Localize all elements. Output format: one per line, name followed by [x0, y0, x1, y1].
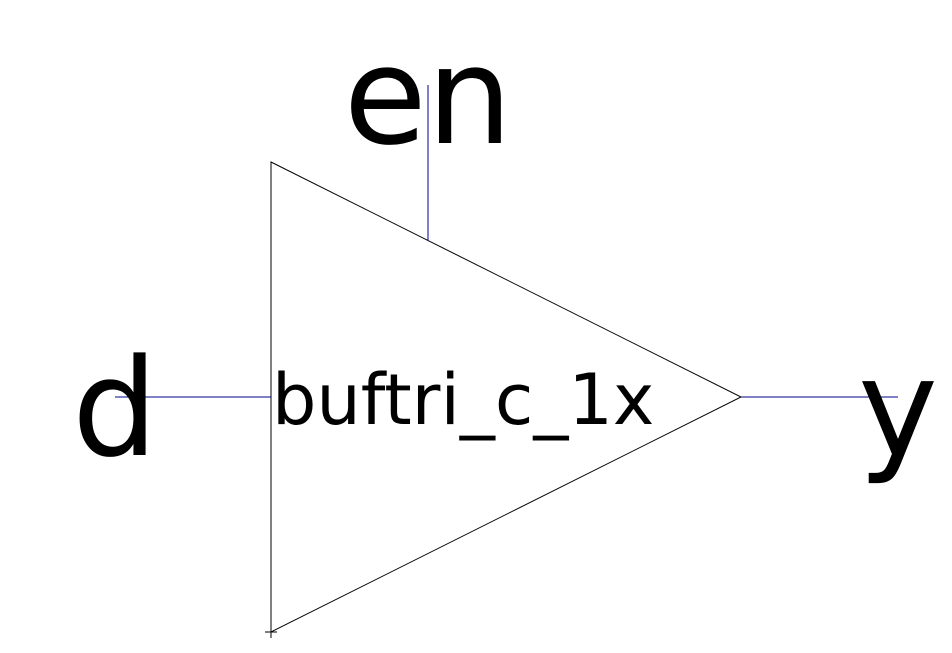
cell-name-label: buftri_c_1x [272, 359, 654, 441]
pin-label-en: en [344, 18, 513, 175]
pin-label-d: d [72, 330, 158, 487]
pin-label-y: y [858, 330, 938, 487]
